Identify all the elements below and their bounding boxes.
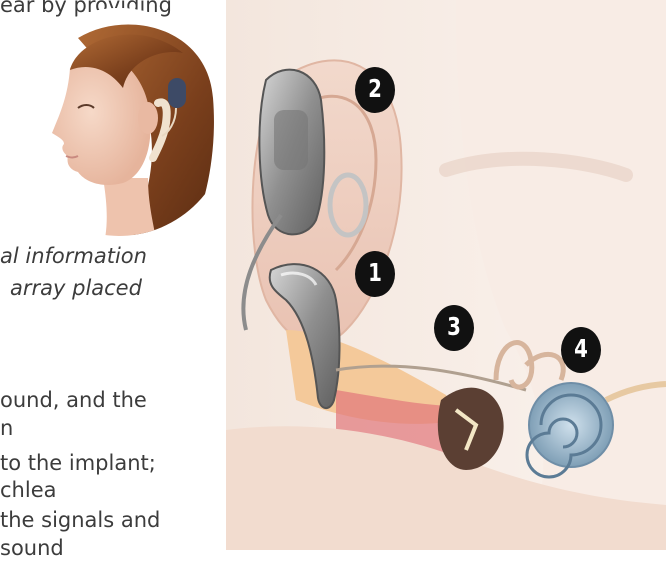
callout-1: 1 — [355, 251, 395, 297]
steps-line-4: chlea — [0, 477, 56, 503]
ear-anatomy-illustration — [226, 0, 666, 550]
steps-line-1: ound, and the — [0, 387, 147, 413]
steps-line-3: to the implant; — [0, 450, 156, 476]
caption-line-2: array placed — [10, 275, 142, 301]
steps-line-2: n — [0, 415, 13, 441]
callout-2: 2 — [355, 67, 395, 113]
implant-wearer-photo — [8, 8, 230, 236]
cochlear-implant-diagram: 2 1 3 4 — [226, 0, 666, 550]
caption-line-1: al information — [0, 243, 147, 269]
steps-line-6: sound — [0, 535, 64, 561]
callout-4: 4 — [561, 327, 601, 373]
callout-3: 3 — [434, 305, 474, 351]
implant-wearer-illustration — [8, 8, 230, 236]
steps-line-5: the signals and — [0, 507, 160, 533]
